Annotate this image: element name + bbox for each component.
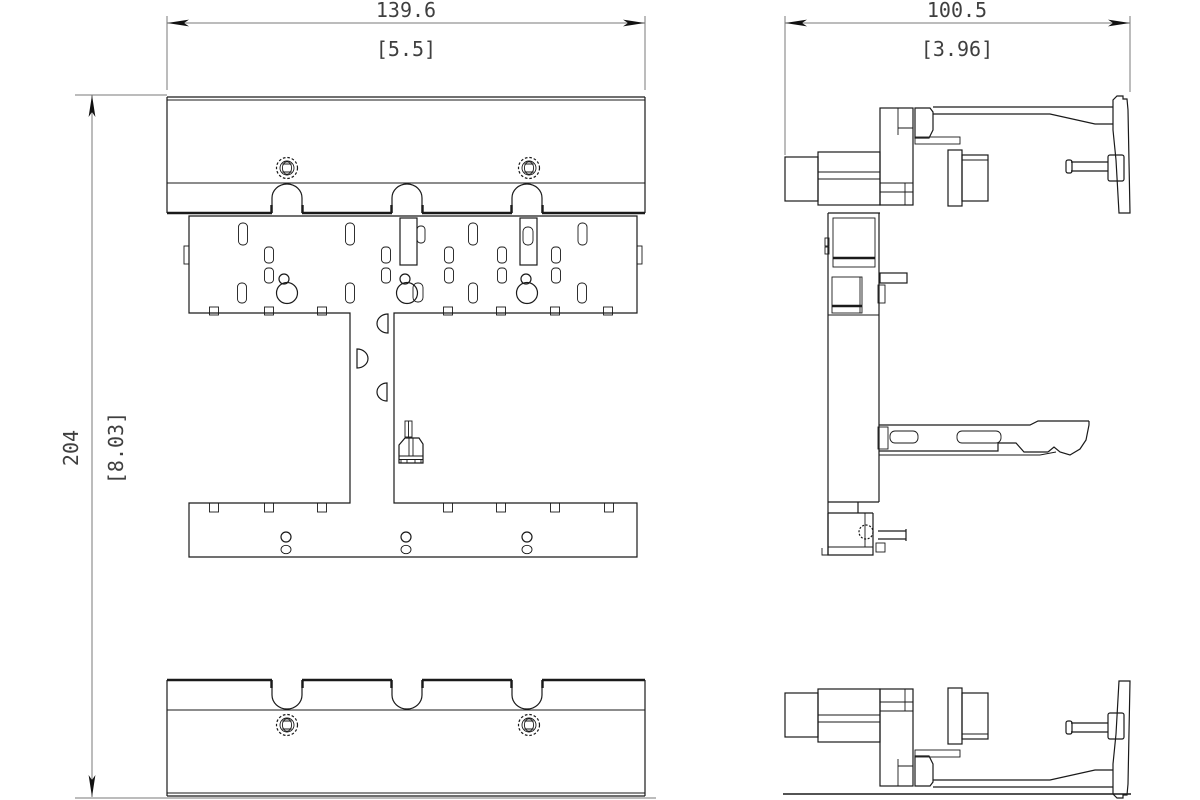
side-view (783, 95, 1131, 799)
bottom-connector (784, 680, 1131, 799)
front-view (167, 97, 645, 796)
dim-side-width: 100.5 [3.96] (784, 0, 1131, 155)
lever-arm (877, 420, 1090, 456)
top-rail (167, 97, 645, 213)
dim-front-width: 139.6 [5.5] (166, 0, 646, 90)
dim-front-width-inch: [5.5] (376, 37, 436, 61)
bottom-rail (167, 680, 645, 796)
dim-height-mm: 204 (59, 430, 83, 466)
middle-plate (183, 215, 643, 558)
stem-details (356, 313, 424, 464)
dim-side-width-inch: [3.96] (921, 37, 993, 61)
flange-details (209, 502, 614, 555)
dim-height: 204 [8.03] (59, 94, 656, 799)
dim-front-width-mm: 139.6 (376, 0, 436, 22)
dim-side-width-mm: 100.5 (927, 0, 987, 22)
dim-height-inch: [8.03] (104, 412, 128, 484)
top-connector (784, 95, 1131, 214)
side-column (821, 212, 908, 556)
